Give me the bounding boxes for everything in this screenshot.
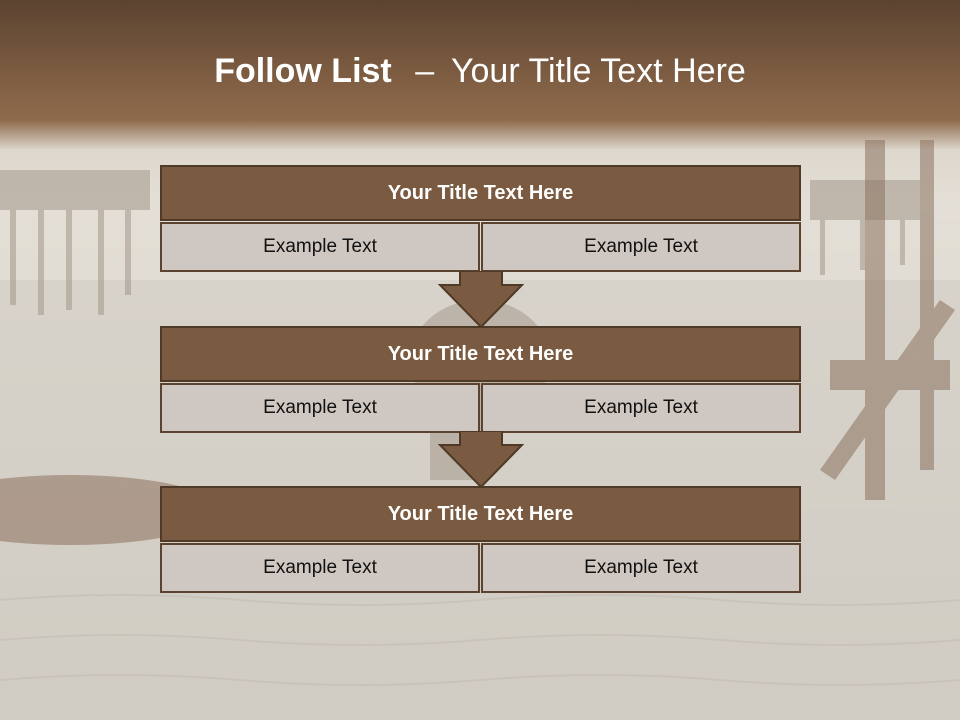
list-block-1: Your Title Text Here Example Text Exampl… — [160, 165, 801, 272]
block-title: Your Title Text Here — [160, 326, 801, 382]
block-cell-right: Example Text — [481, 543, 801, 593]
slide-title-rest: Your Title Text Here — [450, 52, 746, 90]
block-cell-right: Example Text — [481, 222, 801, 272]
block-title: Your Title Text Here — [160, 165, 801, 221]
block-row: Example Text Example Text — [160, 222, 801, 272]
block-row: Example Text Example Text — [160, 543, 801, 593]
block-cell-left: Example Text — [160, 222, 480, 272]
arrow-down-icon — [438, 431, 524, 489]
block-row: Example Text Example Text — [160, 383, 801, 433]
list-block-2: Your Title Text Here Example Text Exampl… — [160, 326, 801, 433]
arrow-down-icon — [438, 271, 524, 329]
header-band — [0, 0, 960, 150]
slide-title-bold: Follow List — [214, 52, 392, 90]
block-cell-left: Example Text — [160, 543, 480, 593]
block-title: Your Title Text Here — [160, 486, 801, 542]
block-cell-left: Example Text — [160, 383, 480, 433]
block-cell-right: Example Text — [481, 383, 801, 433]
slide-title-dash: – — [415, 52, 435, 90]
list-block-3: Your Title Text Here Example Text Exampl… — [160, 486, 801, 593]
slide-title: Follow List – Your Title Text Here — [0, 52, 960, 91]
